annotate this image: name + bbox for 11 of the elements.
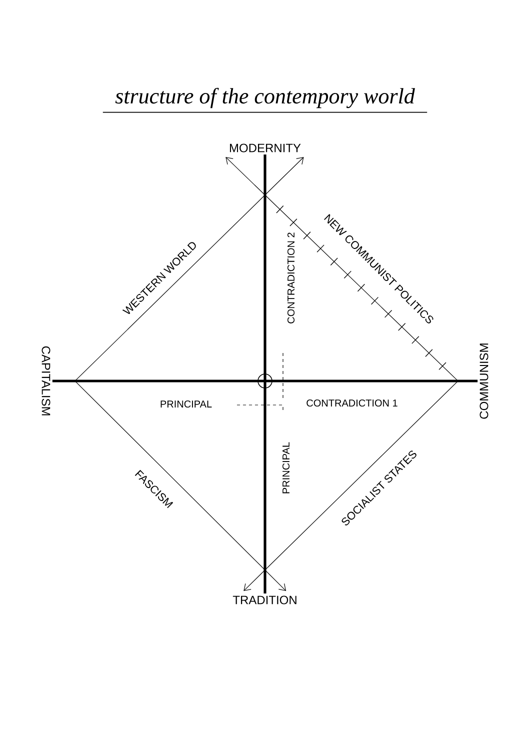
axis-pole-label: COMMUNISM bbox=[480, 344, 488, 419]
axis-pole-label: TRADITION bbox=[232, 596, 296, 604]
connector-line bbox=[52, 380, 478, 382]
connector-line bbox=[264, 154, 266, 594]
axis-label: CONTRADICTION 1 bbox=[306, 399, 398, 407]
title: structure of the contempory world bbox=[115, 88, 415, 108]
axis-label: PRINCIPAL bbox=[282, 442, 290, 494]
axis-pole-label: CAPITALISM bbox=[42, 346, 50, 416]
axis-label: CONTRADICTION 2 bbox=[287, 232, 295, 324]
axis-pole-label: MODERNITY bbox=[230, 144, 301, 152]
axis-label: PRINCIPAL bbox=[160, 400, 212, 408]
